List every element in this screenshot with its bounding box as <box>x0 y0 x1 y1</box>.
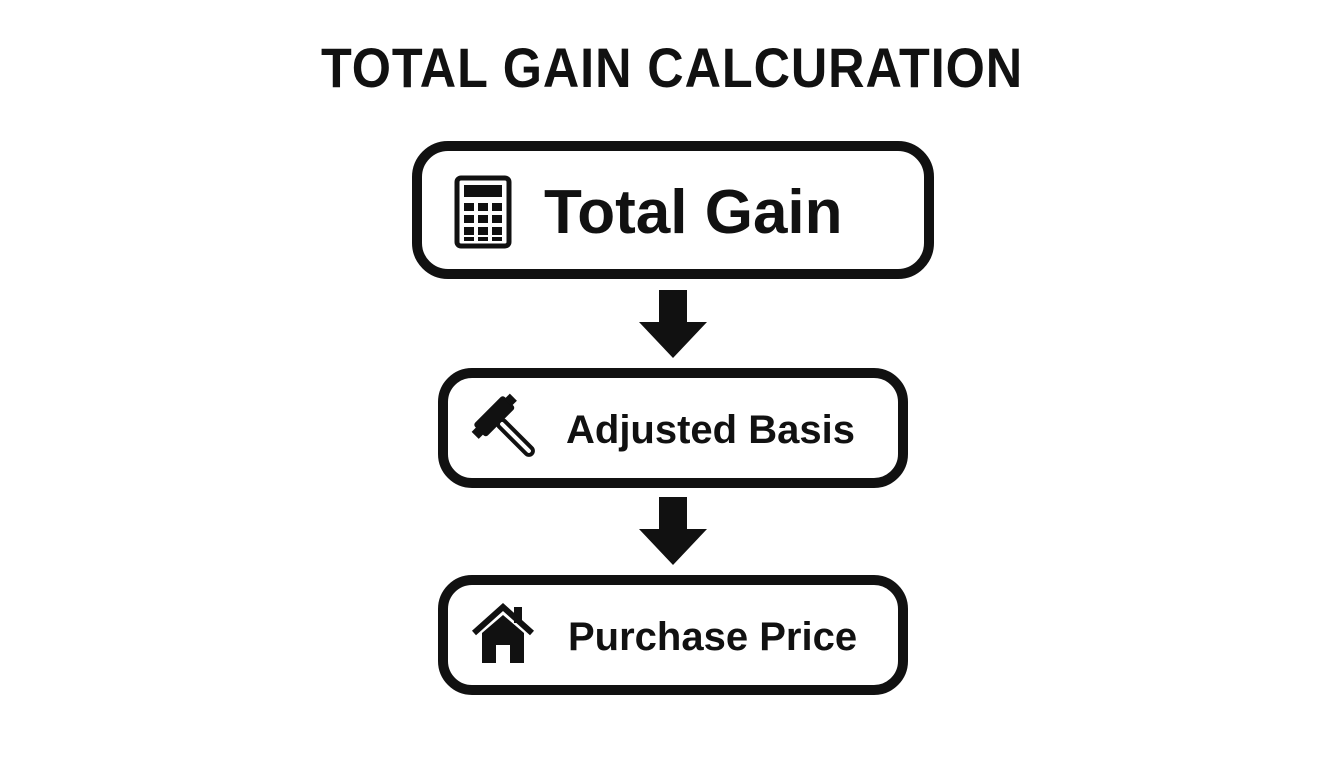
node-total-gain: Total Gain <box>412 141 934 279</box>
diagram-title: TOTAL GAIN CALCURATION <box>320 36 1024 99</box>
hammer-icon <box>471 393 535 457</box>
house-icon <box>471 602 535 663</box>
node-label: Total Gain <box>544 178 843 247</box>
arrow-down-icon <box>639 290 707 358</box>
node-label: Adjusted Basis <box>566 408 855 452</box>
arrow-down-icon <box>639 497 707 565</box>
node-purchase-price: Purchase Price <box>438 575 908 695</box>
node-label: Purchase Price <box>568 615 858 659</box>
calculator-icon <box>454 175 512 249</box>
node-adjusted-basis: Adjusted Basis <box>438 368 908 488</box>
